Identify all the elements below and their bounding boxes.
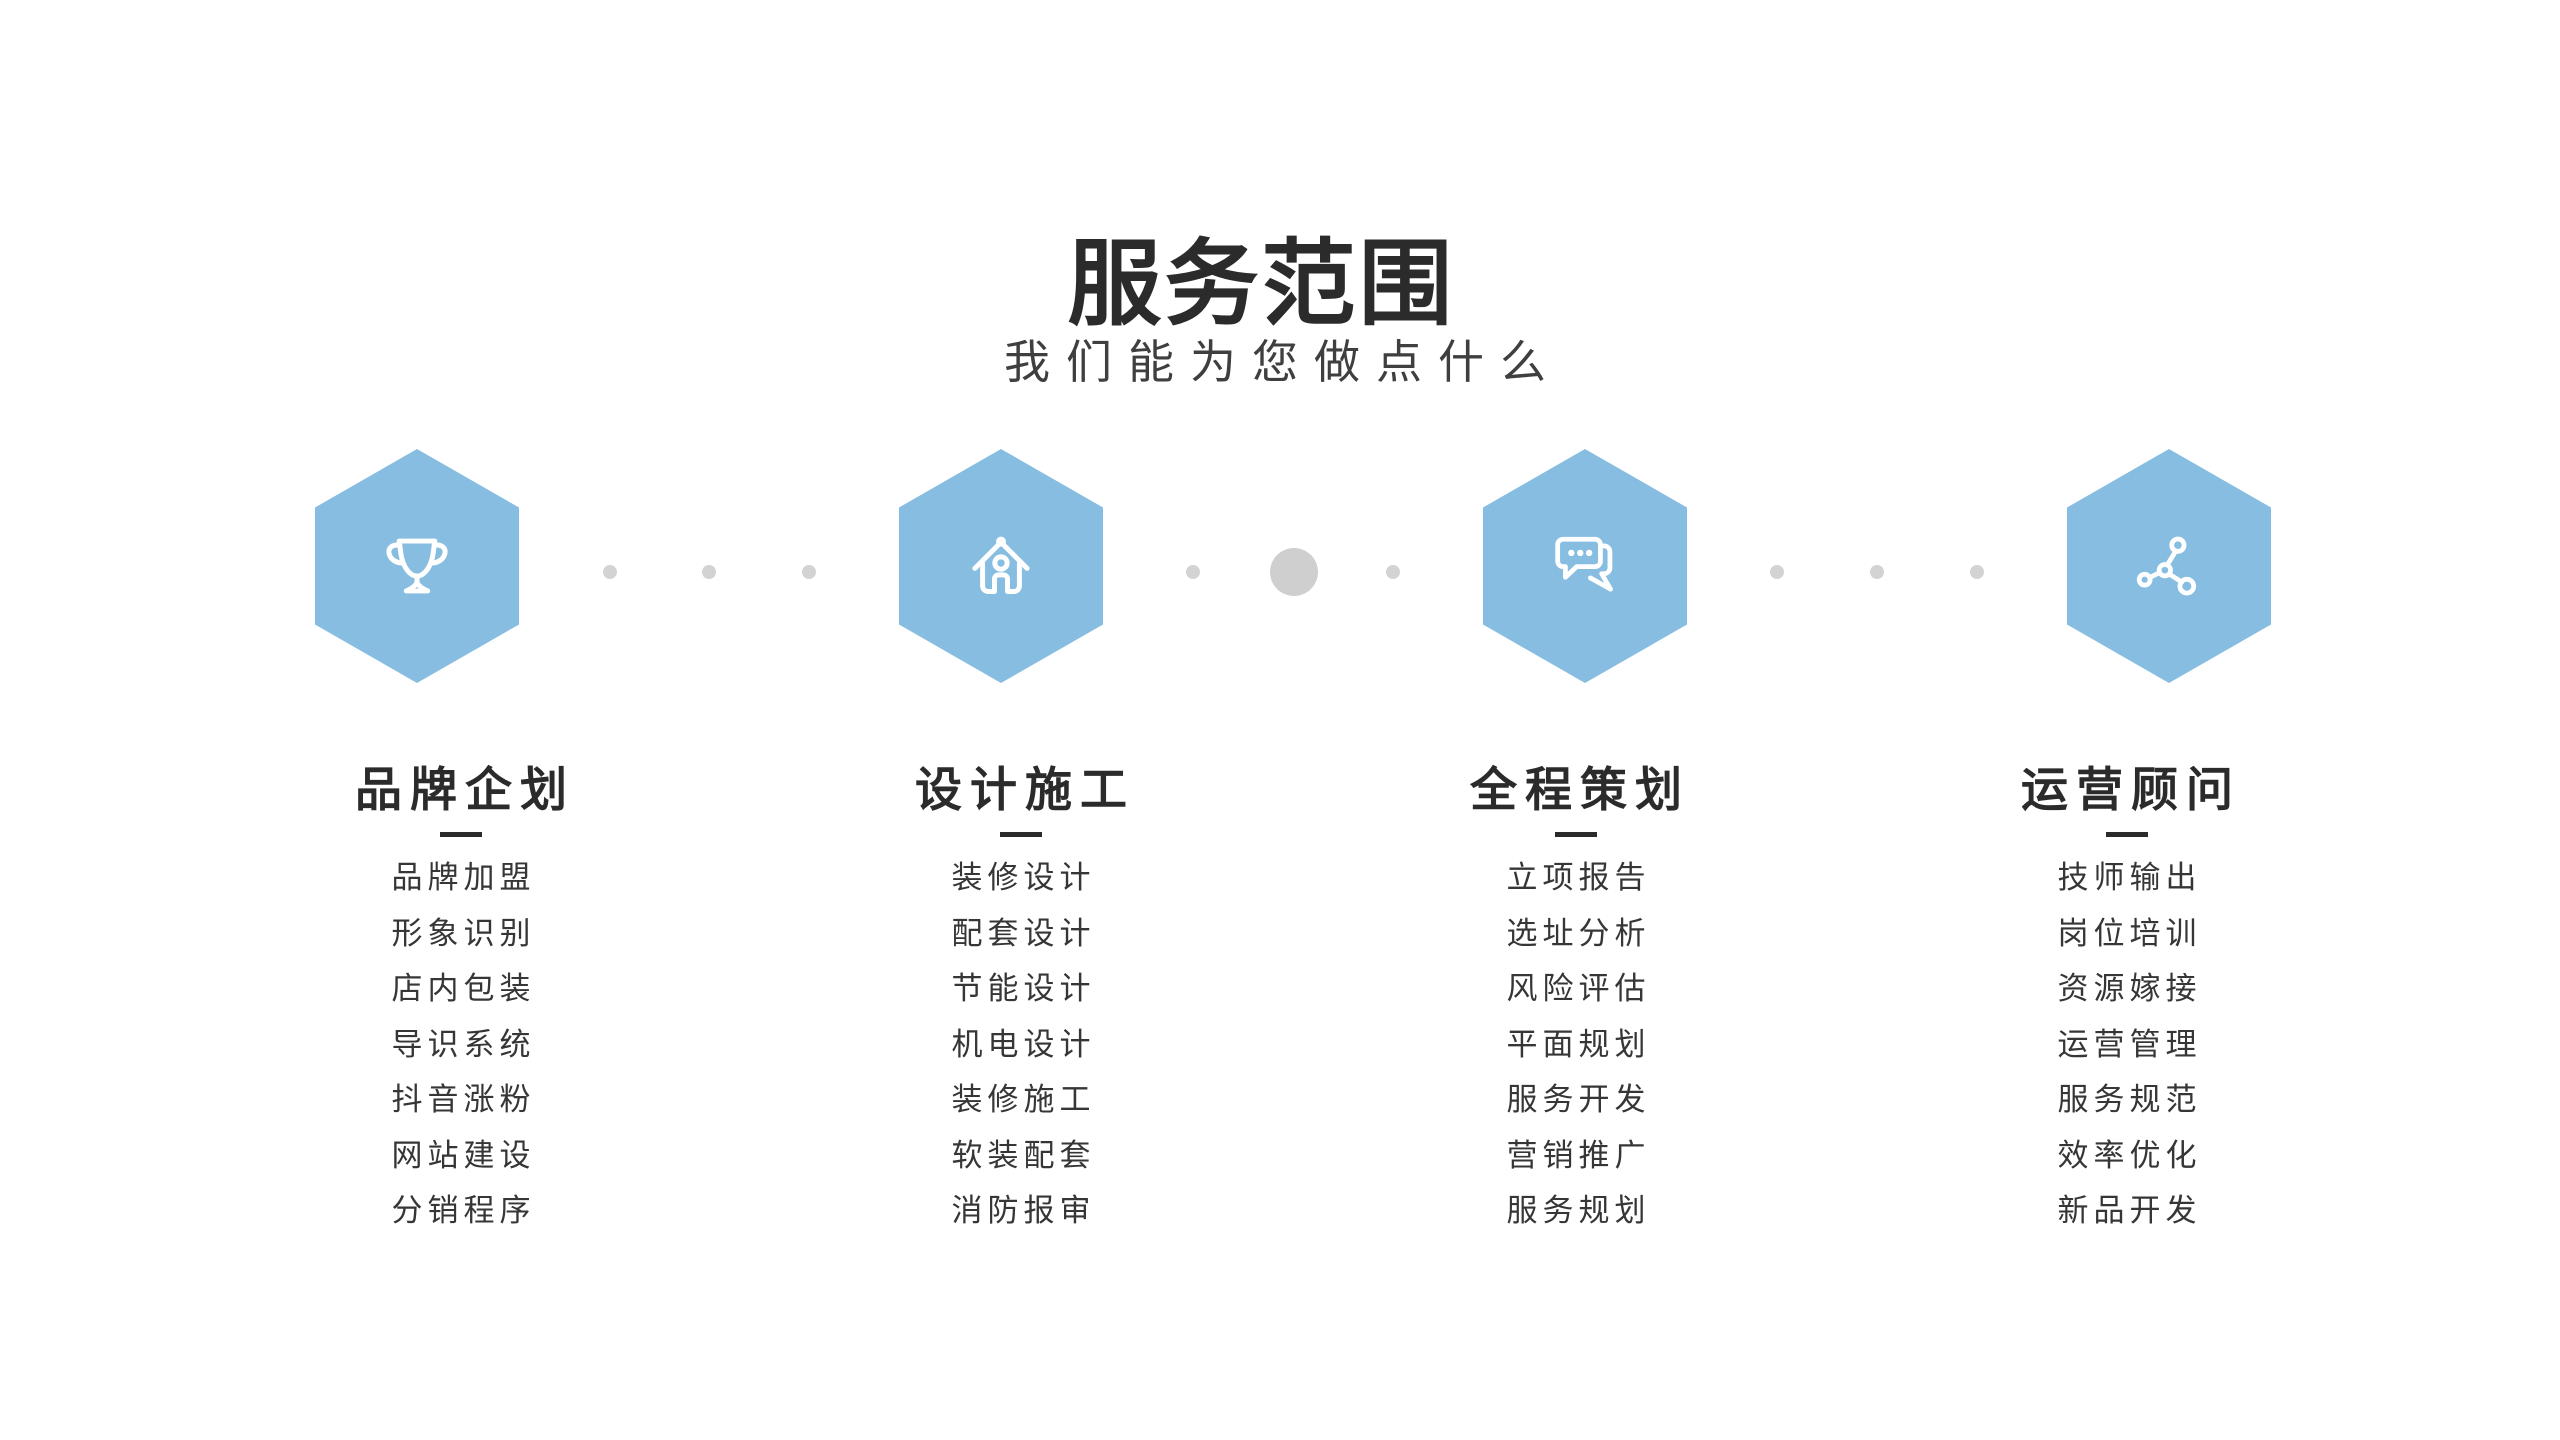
column-title: 品牌企划 [355, 763, 575, 816]
hexagon-operations-consulting [2067, 449, 2271, 683]
hexagon-brand-planning [315, 449, 519, 683]
list-item: 消防报审 [951, 1193, 1096, 1228]
service-column-brand-planning: 品牌企划 品牌加盟 形象识别 店内包装 导识系统 抖音涨粉 网站建设 分销程序 [251, 762, 671, 1239]
list-item: 导识系统 [391, 1026, 536, 1062]
list-item: 节能设计 [951, 971, 1096, 1006]
list-item: 新品开发 [2057, 1193, 2202, 1228]
list-item: 服务规划 [1506, 1193, 1651, 1228]
trophy-icon [386, 538, 448, 594]
list-item: 品牌加盟 [391, 860, 536, 895]
list-item: 机电设计 [951, 1026, 1096, 1062]
separator-dot [702, 565, 716, 579]
separator-dot-large [1270, 548, 1318, 596]
column-title: 全程策划 [1470, 763, 1690, 816]
chat-bubbles-icon [1555, 536, 1613, 592]
list-item: 装修施工 [951, 1082, 1096, 1117]
service-column-design-construction: 设计施工 装修设计 配套设计 节能设计 机电设计 装修施工 软装配套 消防报审 [811, 762, 1231, 1239]
hexagon-design-construction [899, 449, 1103, 683]
list-item: 效率优化 [2057, 1137, 2202, 1173]
title-underline [1555, 832, 1597, 837]
list-item: 平面规划 [1506, 1026, 1651, 1062]
column-item-list: 品牌加盟 形象识别 店内包装 导识系统 抖音涨粉 网站建设 分销程序 [251, 850, 671, 1239]
title-underline [2106, 832, 2148, 837]
separator-dot [603, 565, 617, 579]
list-item: 形象识别 [391, 915, 536, 951]
list-item: 服务规范 [2057, 1082, 2202, 1117]
list-item: 营销推广 [1506, 1137, 1651, 1173]
list-item: 立项报告 [1506, 860, 1651, 895]
list-item: 资源嫁接 [2057, 971, 2202, 1006]
separator-dot [1186, 565, 1200, 579]
list-item: 配套设计 [951, 915, 1096, 951]
network-nodes-icon [2136, 536, 2197, 596]
list-item: 风险评估 [1506, 971, 1651, 1006]
list-item: 运营管理 [2057, 1026, 2202, 1062]
column-item-list: 技师输出 岗位培训 资源嫁接 运营管理 服务规范 效率优化 新品开发 [1917, 850, 2337, 1239]
separator-dot [1970, 565, 1984, 579]
hexagon-full-planning [1483, 449, 1687, 683]
separator-dot [1386, 565, 1400, 579]
list-item: 服务开发 [1506, 1082, 1651, 1117]
list-item: 技师输出 [2057, 860, 2202, 895]
home-icon [972, 536, 1030, 595]
page-title: 服务范围 [1067, 231, 1456, 336]
list-item: 网站建设 [391, 1137, 536, 1173]
column-item-list: 装修设计 配套设计 节能设计 机电设计 装修施工 软装配套 消防报审 [811, 850, 1231, 1239]
page-subtitle: 我们能为您做点什么 [1004, 336, 1562, 388]
list-item: 装修设计 [951, 860, 1096, 895]
service-column-operations-consulting: 运营顾问 技师输出 岗位培训 资源嫁接 运营管理 服务规范 效率优化 新品开发 [1917, 762, 2337, 1239]
separator-dot [802, 565, 816, 579]
list-item: 分销程序 [391, 1193, 536, 1228]
separator-dot [1770, 565, 1784, 579]
list-item: 店内包装 [391, 971, 536, 1006]
title-underline [440, 832, 482, 837]
list-item: 选址分析 [1506, 915, 1651, 951]
list-item: 岗位培训 [2057, 915, 2202, 951]
list-item: 软装配套 [951, 1137, 1096, 1173]
column-title: 设计施工 [915, 763, 1135, 816]
separator-dot [1870, 565, 1884, 579]
column-item-list: 立项报告 选址分析 风险评估 平面规划 服务开发 营销推广 服务规划 [1366, 850, 1786, 1239]
service-column-full-planning: 全程策划 立项报告 选址分析 风险评估 平面规划 服务开发 营销推广 服务规划 [1366, 762, 1786, 1239]
column-title: 运营顾问 [2021, 763, 2241, 816]
list-item: 抖音涨粉 [391, 1082, 536, 1117]
title-underline [1000, 832, 1042, 837]
